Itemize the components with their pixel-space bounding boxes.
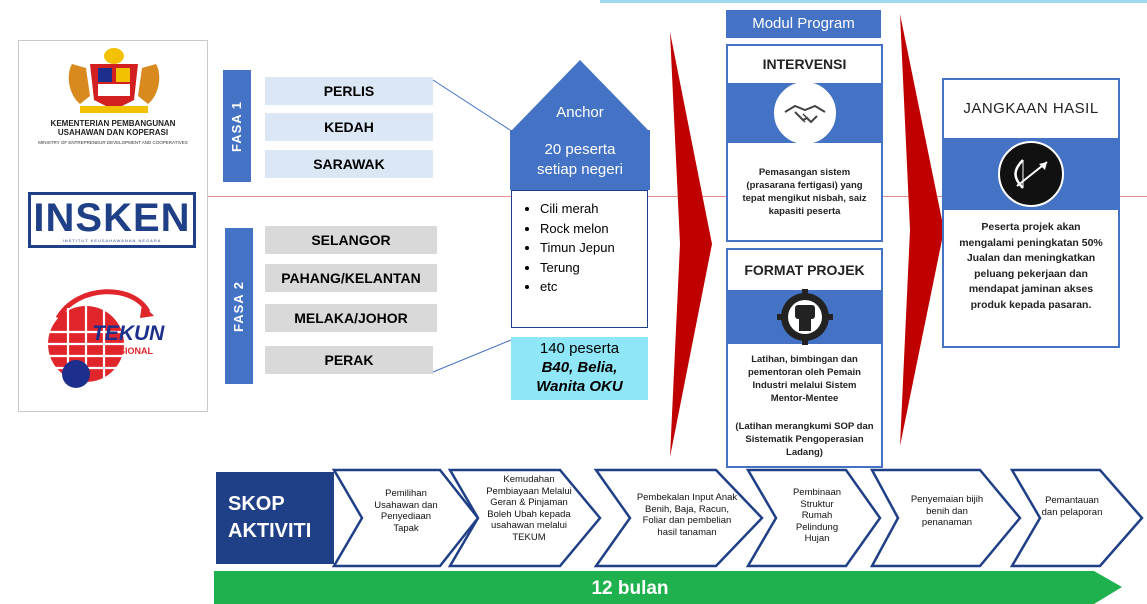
- activity-step-3: Pembekalan Input Anak Benih, Baja, Racun…: [636, 492, 738, 538]
- tekun-wordmark: TEKUN: [92, 322, 165, 345]
- fasa-2-label: FASA 2: [225, 228, 253, 384]
- activity-step-1: Pemilihan Usahawan dan Penyediaan Tapak: [374, 488, 438, 534]
- duration-arrow: [214, 571, 1122, 604]
- intervensi-panel: INTERVENSI Pemasangan sistem (prasarana …: [726, 44, 883, 242]
- skop-label-line1: SKOP: [228, 493, 285, 515]
- anchor-roof: [512, 60, 648, 130]
- activity-step-5: Penyemaian bijih benih dan penanaman: [910, 494, 984, 528]
- state-perlis: PERLIS: [265, 77, 433, 105]
- duration-label: 12 bulan: [591, 578, 669, 599]
- tekun-subtitle: NASIONAL: [106, 346, 153, 356]
- format-projek-band: [728, 289, 881, 345]
- state-sarawak: SARAWAK: [265, 150, 433, 178]
- insken-subtitle: INSTITUT KEUSAHAWANAN NEGARA: [62, 238, 162, 243]
- modul-program-header: Modul Program: [726, 10, 881, 38]
- anchor-peserta-line2: setiap negeri: [537, 161, 623, 178]
- format-projek-note: (Latihan merangkumi SOP dan Sistematik P…: [735, 421, 874, 458]
- state-perak: PERAK: [265, 346, 433, 374]
- ministry-name: KEMENTERIAN PEMBANGUNAN USAHAWAN DAN KOP…: [50, 119, 176, 137]
- total-peserta-box: 140 peserta B40, Belia, Wanita OKU: [511, 337, 648, 400]
- crop-list: Cili merah Rock melon Timun Jepun Terung…: [512, 199, 647, 297]
- handshake-icon: [773, 82, 836, 144]
- crop-item: Rock melon: [540, 219, 647, 239]
- crop-item: etc: [540, 277, 647, 297]
- jangkaan-band: [944, 138, 1118, 210]
- total-peserta-group-1: B40, Belia,: [541, 359, 618, 376]
- state-pahang-kelantan: PAHANG/KELANTAN: [265, 264, 437, 292]
- format-projek-title: FORMAT PROJEK: [744, 262, 865, 278]
- anchor-peserta-line1: 20 peserta: [544, 141, 616, 158]
- red-arrow-right: [900, 14, 944, 446]
- jangkaan-hasil-title: JANGKAAN HASIL: [963, 100, 1099, 117]
- red-arrow-left: [670, 32, 712, 457]
- skop-aktiviti-label: SKOP AKTIVITI: [216, 472, 334, 564]
- intervensi-title: INTERVENSI: [762, 56, 847, 72]
- intervensi-band: [728, 82, 881, 144]
- state-melaka-johor: MELAKA/JOHOR: [265, 304, 437, 332]
- insken-wordmark: INSKEN: [33, 196, 191, 240]
- crop-item: Terung: [540, 258, 647, 278]
- jangkaan-hasil-text: Peserta projek akan mengalami peningkata…: [959, 221, 1103, 311]
- crop-list-box: Cili merah Rock melon Timun Jepun Terung…: [511, 190, 648, 328]
- intervensi-text: Pemasangan sistem (prasarana fertigasi) …: [742, 167, 867, 217]
- total-peserta-group-2: Wanita OKU: [536, 378, 623, 395]
- state-selangor: SELANGOR: [265, 226, 437, 254]
- top-border-line: [600, 0, 1147, 3]
- anchor-label: Anchor: [556, 104, 604, 121]
- fasa-1-label: FASA 1: [223, 70, 251, 182]
- format-projek-panel: FORMAT PROJEK Latihan, bimbingan dan pem…: [726, 248, 883, 468]
- activity-step-4: Pembinaan Struktur Rumah Pelindung Hujan: [792, 487, 842, 544]
- archery-target-icon: [998, 141, 1064, 207]
- total-peserta-count: 140 peserta: [539, 340, 620, 357]
- activity-step-2: Kemudahan Pembiayaan Melalui Geran & Pin…: [486, 474, 572, 543]
- insken-logo: INSKEN INSTITUT KEUSAHAWANAN NEGARA: [28, 192, 196, 248]
- jangkaan-hasil-panel: JANGKAAN HASIL Peserta projek akan menga…: [942, 78, 1120, 348]
- ministry-subtitle: MINISTRY OF ENTREPRENEUR DEVELOPMENT AND…: [38, 140, 188, 145]
- state-kedah: KEDAH: [265, 113, 433, 141]
- coat-of-arms-logo: [68, 48, 160, 113]
- tekun-globe-icon: [48, 289, 154, 388]
- fist-gear-icon: [776, 289, 833, 345]
- skop-label-line2: AKTIVITI: [228, 520, 312, 542]
- activity-step-6: Pemantauan dan pelaporan: [1041, 495, 1103, 518]
- phase-divider-line: [208, 196, 1147, 197]
- anchor-peserta-box: 20 peserta setiap negeri: [510, 130, 650, 190]
- crop-item: Timun Jepun: [540, 238, 647, 258]
- format-projek-text: Latihan, bimbingan dan pementoran oleh P…: [748, 354, 861, 404]
- crop-item: Cili merah: [540, 199, 647, 219]
